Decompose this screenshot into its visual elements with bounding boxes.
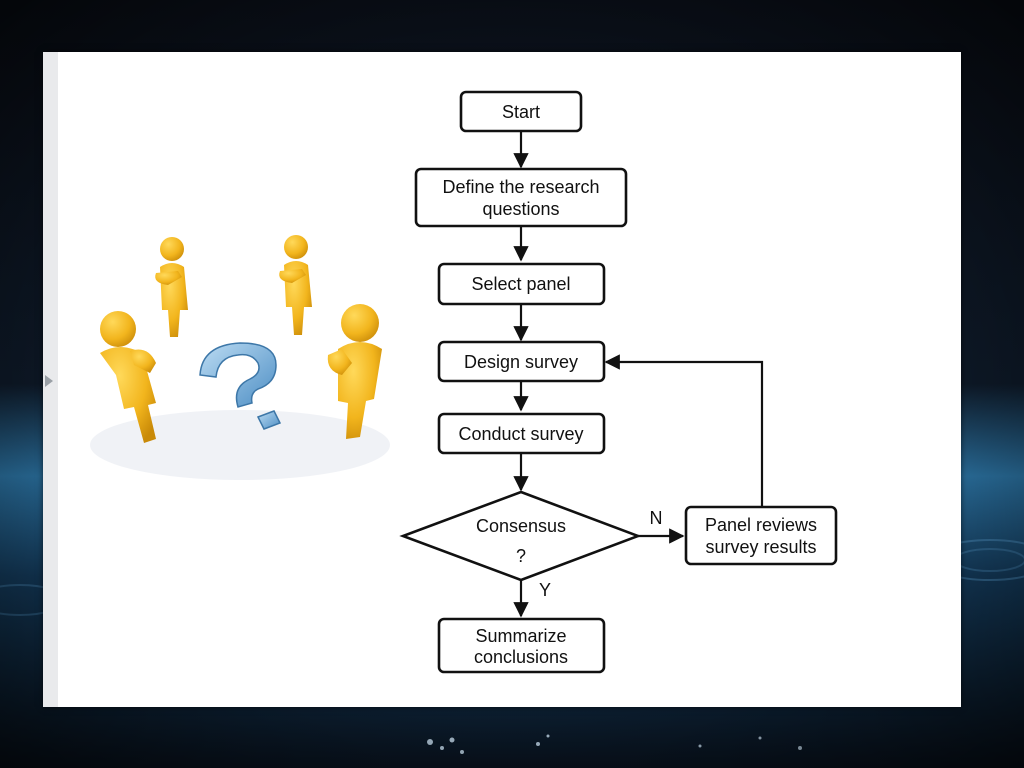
node-summarize-line2: conclusions	[474, 647, 568, 667]
node-consensus-line2: ?	[516, 546, 526, 566]
node-conduct-survey: Conduct survey	[437, 412, 606, 455]
node-consensus-line1: Consensus	[476, 516, 566, 536]
node-design-survey: Design survey	[437, 340, 606, 383]
edge-label-yes: Y	[539, 580, 551, 600]
node-panel-reviews: Panel reviews survey results	[684, 505, 838, 566]
node-start: Start	[459, 90, 583, 133]
node-define-questions-line2: questions	[482, 199, 559, 219]
node-consensus-decision: Consensus ?	[399, 490, 642, 582]
node-select-panel-label: Select panel	[471, 274, 570, 294]
node-conduct-survey-label: Conduct survey	[458, 424, 583, 444]
edge-review-design	[604, 354, 764, 507]
node-summarize-line1: Summarize	[475, 626, 566, 646]
edge-label-no: N	[650, 508, 663, 528]
node-define-questions-line1: Define the research	[442, 177, 599, 197]
node-select-panel: Select panel	[437, 262, 606, 306]
node-start-label: Start	[502, 102, 540, 122]
triangle-right-icon[interactable]	[45, 375, 53, 387]
node-panel-reviews-line1: Panel reviews	[705, 515, 817, 535]
thinking-figures-question-mark-illustration	[90, 235, 390, 480]
node-summarize-conclusions: Summarize conclusions	[437, 617, 606, 674]
node-define-questions: Define the research questions	[414, 167, 628, 228]
node-design-survey-label: Design survey	[464, 352, 578, 372]
node-panel-reviews-line2: survey results	[705, 537, 816, 557]
